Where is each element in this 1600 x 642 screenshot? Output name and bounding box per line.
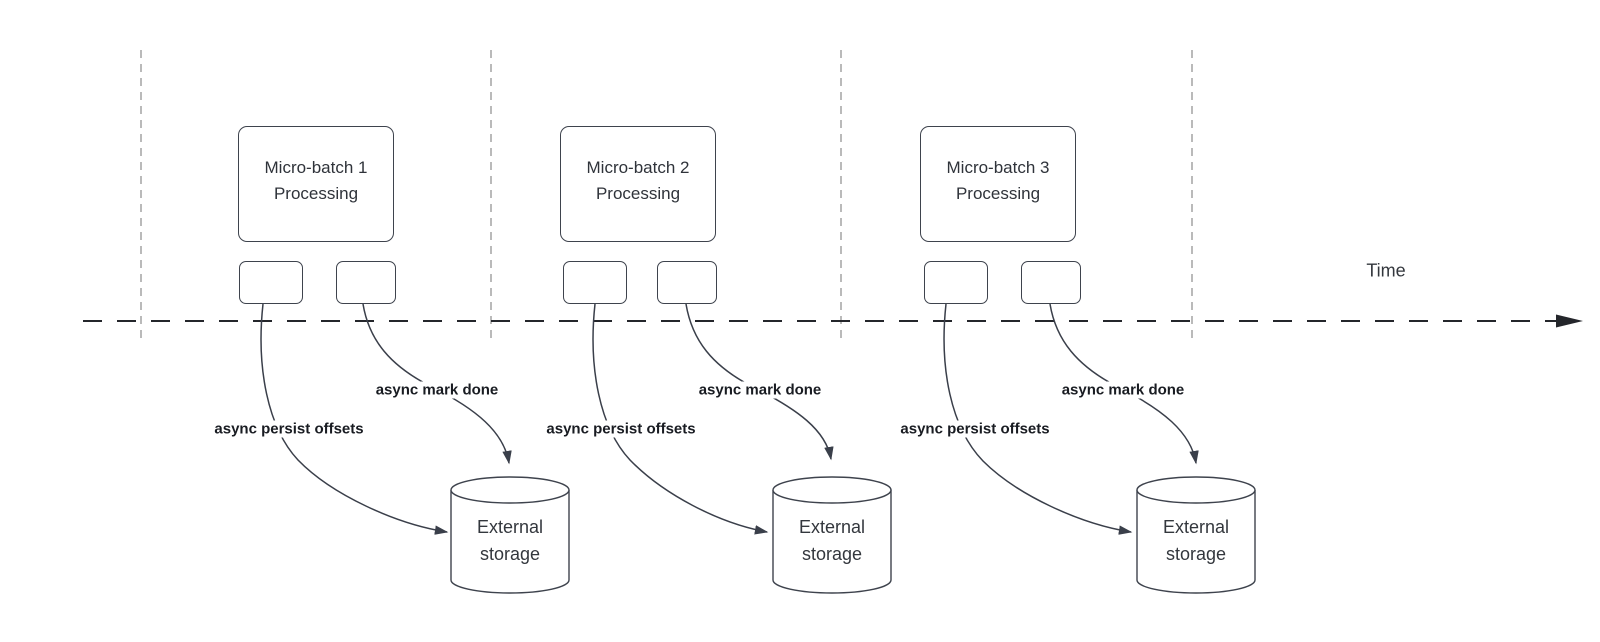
external-storage-label-2-line1: External bbox=[798, 517, 866, 537]
mark-done-op-box-2 bbox=[657, 261, 717, 304]
external-storage-label-2-line2: storage bbox=[801, 544, 863, 564]
persist-offsets-op-box-1 bbox=[239, 261, 303, 304]
micro-batch-1-title-line2: Processing bbox=[273, 184, 359, 203]
mark-done-op-box-3 bbox=[1021, 261, 1081, 304]
time-axis-label: Time bbox=[1366, 260, 1406, 281]
micro-batch-3-title-line1: Micro-batch 3 bbox=[946, 158, 1050, 177]
micro-batch-2-title-line1: Micro-batch 2 bbox=[586, 158, 690, 177]
external-storage-cylinder-3-top bbox=[1136, 476, 1256, 504]
external-storage-label-1-line2: storage bbox=[479, 544, 541, 564]
external-storage-cylinder-1 bbox=[450, 490, 570, 594]
persist-offsets-op-box-3 bbox=[924, 261, 988, 304]
external-storage-label-3-line2: storage bbox=[1165, 544, 1227, 564]
mark-done-op-box-1 bbox=[336, 261, 396, 304]
mark-done-label-2: async mark done bbox=[696, 381, 824, 399]
micro-batch-1-title-line1: Micro-batch 1 bbox=[264, 158, 368, 177]
mark-done-label-3: async mark done bbox=[1059, 381, 1187, 399]
micro-batch-2-box: Micro-batch 2 Processing bbox=[560, 126, 716, 242]
external-storage-cylinder-2 bbox=[772, 490, 892, 594]
external-storage-label-1: External storage bbox=[455, 514, 565, 568]
persist-offsets-arrow-1 bbox=[260, 303, 449, 535]
persist-offsets-arrow-3 bbox=[943, 303, 1133, 535]
micro-batch-3-title-line2: Processing bbox=[955, 184, 1041, 203]
persist-offsets-op-box-2 bbox=[563, 261, 627, 304]
micro-batch-1-box: Micro-batch 1 Processing bbox=[238, 126, 394, 242]
external-storage-cylinder-3 bbox=[1136, 490, 1256, 594]
persist-offsets-arrow-2 bbox=[592, 303, 769, 535]
mark-done-label-1: async mark done bbox=[373, 381, 501, 399]
persist-offsets-label-1: async persist offsets bbox=[212, 420, 366, 438]
external-storage-label-3-line1: External bbox=[1162, 517, 1230, 537]
persist-offsets-label-3: async persist offsets bbox=[898, 420, 1052, 438]
external-storage-label-2: External storage bbox=[777, 514, 887, 568]
micro-batch-3-box: Micro-batch 3 Processing bbox=[920, 126, 1076, 242]
external-storage-label-1-line1: External bbox=[476, 517, 544, 537]
external-storage-cylinder-2-top bbox=[772, 476, 892, 504]
persist-offsets-label-2: async persist offsets bbox=[544, 420, 698, 438]
external-storage-label-3: External storage bbox=[1141, 514, 1251, 568]
time-axis-arrowhead bbox=[1556, 314, 1583, 328]
external-storage-cylinder-1-top bbox=[450, 476, 570, 504]
micro-batch-2-title-line2: Processing bbox=[595, 184, 681, 203]
